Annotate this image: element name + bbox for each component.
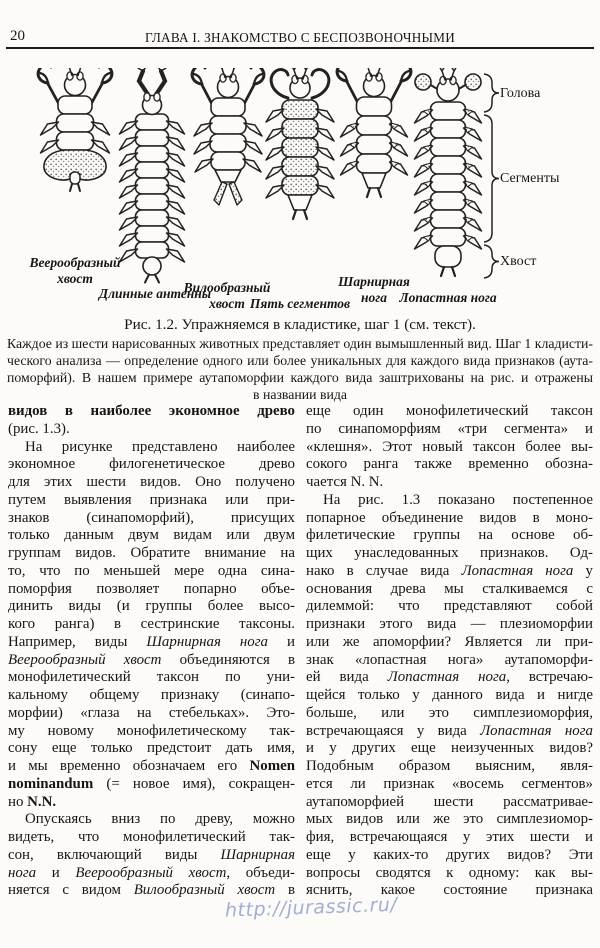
text-line: nominandum (= новое имя), сокращен- [8,775,295,792]
cladistics-figure-art [36,68,500,284]
text-line: еще у каких-то других видов? Эти [306,846,593,863]
text-line: группам видов. Обратите внимание на [8,545,295,561]
header-rule [6,47,594,49]
text-line: мых видов или же это симплезиомор- [306,811,593,828]
animal-lobe-leg [413,68,483,278]
text-line: ется ли признак «восемь сегментов» [306,775,593,792]
chapter-header: ГЛАВА I. ЗНАКОМСТВО С БЕСПОЗВОНОЧНЫМИ [144,30,455,45]
label-five-segments: Пять сегментов [249,296,351,311]
body-column-left: видов в наиболее экономное древо(рис. 1.… [8,403,295,900]
label-hinge-leg: Шарнирная нога [338,274,410,305]
text-line: путем выявления признака или при- [8,491,295,508]
text-line: Например, виды Шарнирная нога и [8,633,295,650]
text-line: няется с видом Вилообразный хвост в [8,882,295,899]
text-line: сону еще только предстоит дать имя, [8,740,295,757]
label-lobe-leg: Лопастная нога [399,290,497,305]
text-line: признаки этого вида — плезиоморфии [306,616,593,632]
text-line: сокого ранга также временно обозна- [306,456,593,473]
text-line: еще один монофилетический таксон [306,403,593,419]
text-line: (рис. 1.3). [8,420,70,437]
text-line: только данным двум видам или двум [8,527,295,544]
text-line: ческого анализа — определение одного или… [7,353,593,368]
text-line: филетические группы на основе об- [306,527,593,544]
text-line: то, что по меньшей мере одна сина- [8,562,295,579]
text-line: щих унаследованных признаков. Од- [306,545,593,561]
figure-subcaption: Каждое из шести нарисованных животных пр… [7,336,593,404]
text-line: встречающаяся у вида Лопастная нога [306,722,593,739]
figure-caption: Рис. 1.2. Упражняемся в кладистике, шаг … [124,316,476,333]
text-line: экономное филогенетическое древо [8,456,295,473]
label-long-antennae: Длинные антенны [98,286,212,301]
text-line: и у других еще неизученных видов? [306,740,593,757]
page-number: 20 [10,28,25,44]
animal-fan-tail [36,68,114,192]
text-line: поморфий). В нашем примере аутапоморфии … [7,370,593,385]
text-line: Подобным образом выясним, явля- [306,758,593,774]
figure-1-2: Веерообразный хвост Длинные антенны Вило… [0,68,600,312]
animal-fork-tail [190,68,266,206]
text-line: Каждое из шести нарисованных животных пр… [7,336,593,351]
text-line: чается N. N. [306,474,384,490]
text-line: динить виды (и группы более высо- [8,598,295,615]
label-head: Голова [500,86,541,101]
text-line: ей вида Лопастная нога, встречаю- [306,669,593,686]
text-line: и мы временно обозначаем его Nomen [8,758,295,774]
text-line: видеть, что монофилетический так- [8,829,295,845]
text-line: нако в случае вида Лопастная нога у [306,562,593,579]
label-tail: Хвост [500,254,537,269]
animal-long-antennae [118,68,186,284]
text-line: Опускаясь вниз по древу, можно [25,811,295,828]
text-line: но N.N. [8,793,57,810]
text-line: больше, или это симплезиоморфия, [306,704,593,721]
text-line: фия, встречающаяся у этих шести и [306,829,593,845]
text-line: в названии вида [252,387,348,402]
text-line: кого ранга) в сестринские таксоны. [8,616,295,632]
text-line: монофилетический таксон по уни- [8,669,295,686]
text-line: вопросы сводятся к одному: как вы- [306,864,593,881]
animal-five-segments [265,68,335,221]
text-line: щейся только у данного вида и нигде [306,687,593,703]
text-line: по синапоморфиям «три сегмента» и [306,420,593,437]
text-line: На рисунке представлено наиболее [25,438,295,455]
text-line: знаков (синапоморфий), присущих [8,509,295,526]
text-line: му новому монофилетическому так- [8,722,295,739]
text-line: поморфия позволяет попарно объе- [8,580,295,597]
text-line: сон, включающий виды Шарнирная [8,846,295,863]
body-text: видов в наиболее экономное древо(рис. 1.… [8,403,593,900]
text-line: нога и Веерообразный хвост, объеди- [8,864,296,881]
text-line: основания древа мы сталкиваемся с [306,580,593,597]
text-line: аутапоморфией шести рассматривае- [306,793,593,810]
animal-hinge-leg [335,68,413,199]
text-line: видов в наиболее экономное древо [8,403,295,419]
label-fork-tail: Вилообразный хвост [183,280,271,311]
text-line: кальному общему признаку (синапо- [8,687,295,703]
text-line: «клешня». Этот новый таксон более вы- [306,438,593,455]
figure-braces [483,73,500,279]
text-line: На рис. 1.3 показано постепенное [323,491,593,508]
label-fan-tail: Веерообразный хвост [29,255,121,286]
text-line: знак «лопастная нога» аутапоморфи- [306,651,593,668]
text-line: или же апоморфии? Является ли при- [306,633,593,650]
text-line: яснить, какое состояние признака [306,882,593,899]
text-line: морфии) «глаза на стебельках». Это- [8,704,295,721]
label-segments: Сегменты [500,171,560,186]
text-line: дилеммой: что представляют собой [306,598,593,615]
text-line: для этих шести видов. Оно получено [8,474,295,490]
text-line: попарное объединение видов в моно- [306,509,593,526]
text-line: Веерообразный хвост объединяются в [8,651,295,668]
